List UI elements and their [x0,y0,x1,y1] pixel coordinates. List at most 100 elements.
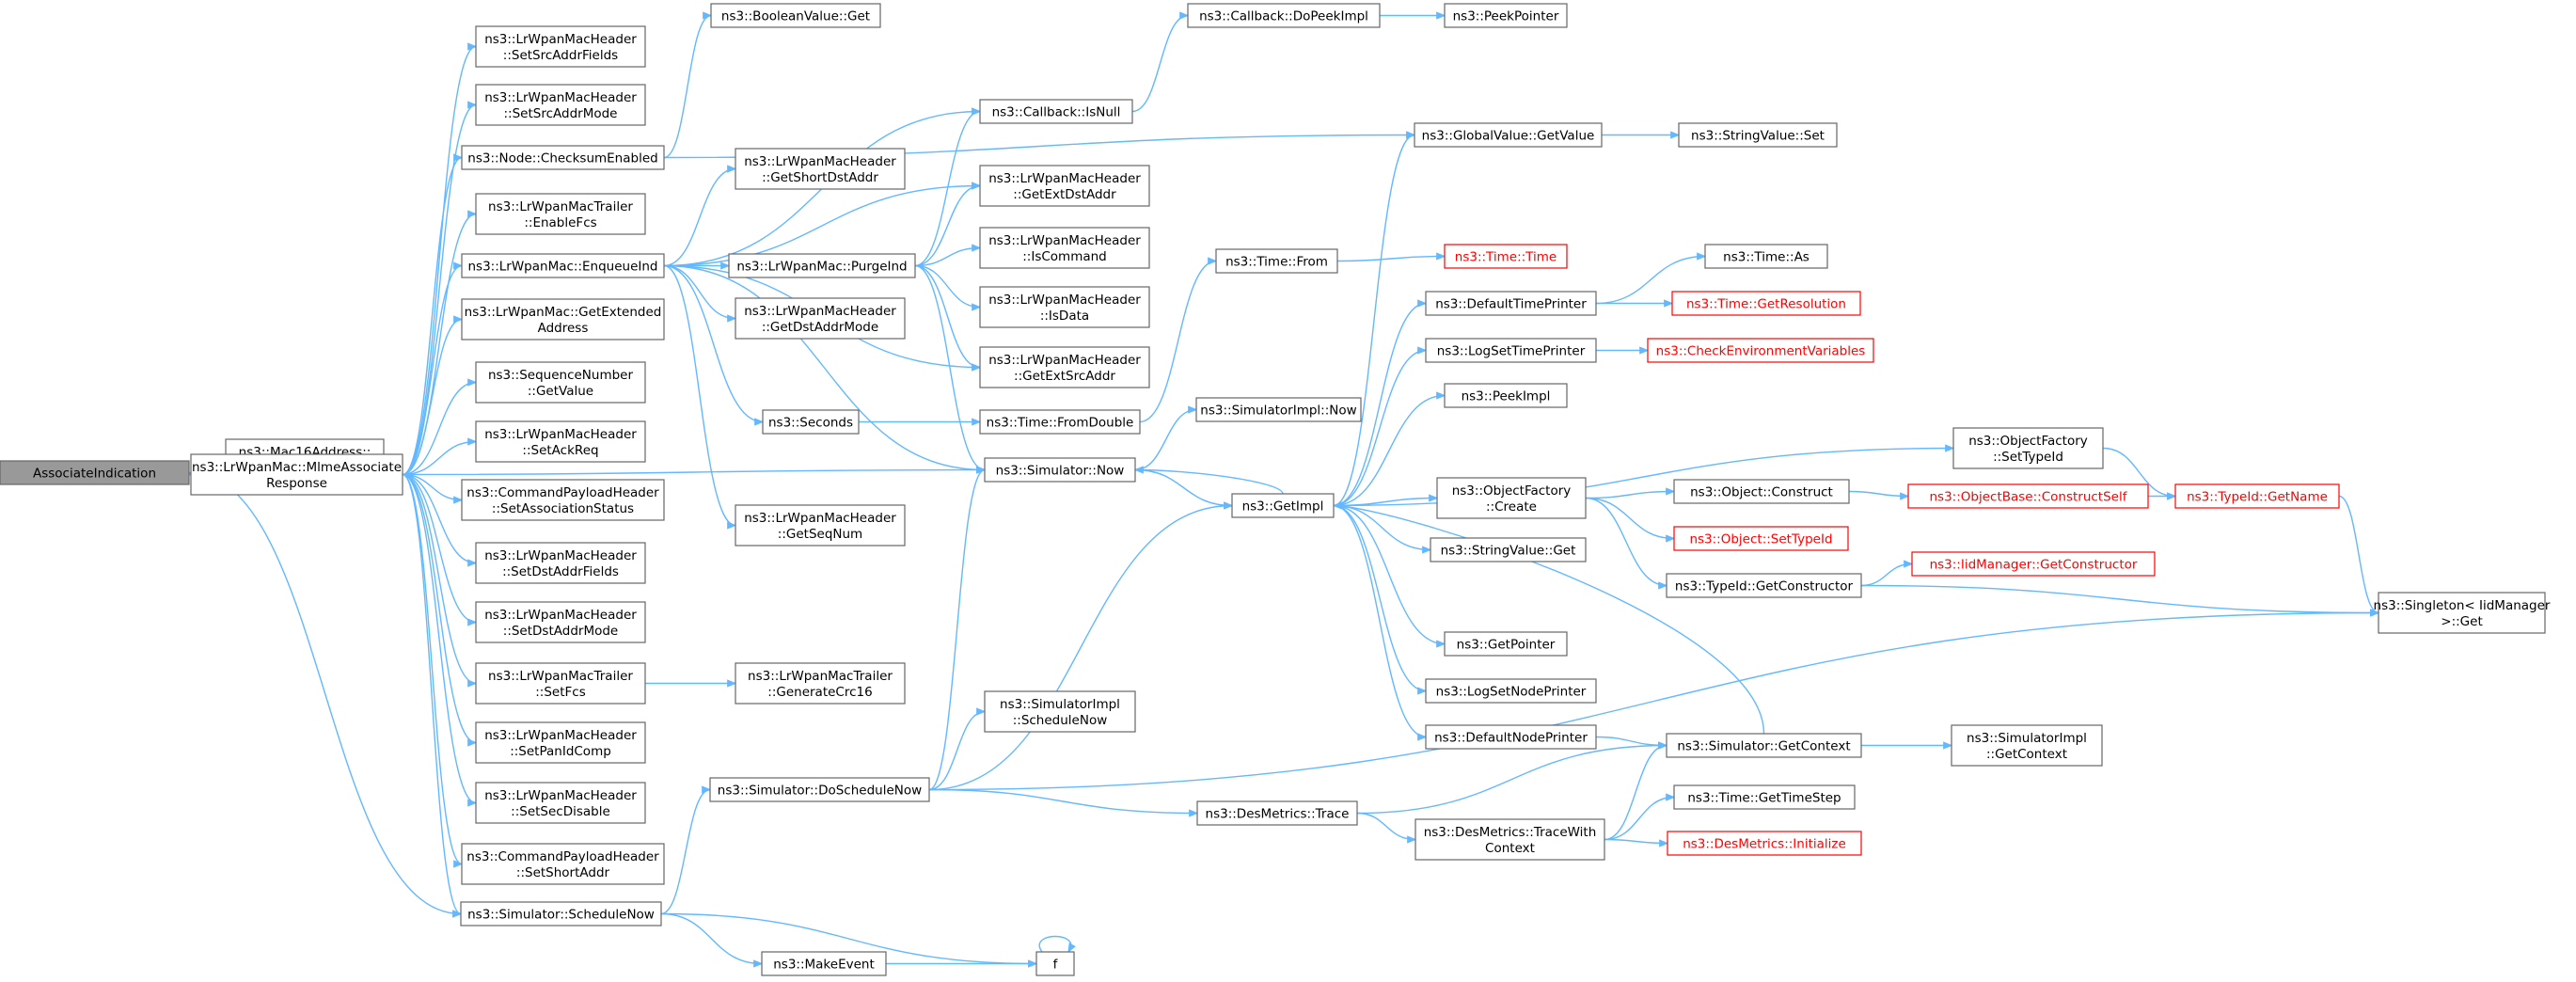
node-peekpointer[interactable]: ns3::PeekPointer [1444,3,1568,28]
node-box [1444,244,1568,269]
node-typeid-getconstructor[interactable]: ns3::TypeId::GetConstructor [1666,573,1862,598]
edge-arrowhead [1945,444,1955,452]
node-lrwpanmacheader-setdstaddrmode[interactable]: ns3::LrWpanMacHeader::SetDstAddrMode [475,601,646,643]
edge-desmetrics-tracewithcontext-to-simulator-getcontext [1604,744,1667,841]
node-lrwpanmacheader-setackreq[interactable]: ns3::LrWpanMacHeader::SetAckReq [475,420,646,463]
node-desmetrics-initialize[interactable]: ns3::DesMetrics::Initialize [1667,831,1862,856]
edge-arrowhead [467,618,478,626]
node-box [1436,477,1587,519]
node-lrwpanmacheader-iscommand[interactable]: ns3::LrWpanMacHeader::IsCommand [979,227,1150,269]
node-lrwpanmacheader-setsrcaddrmode[interactable]: ns3::LrWpanMacHeader::SetSrcAddrMode [475,84,646,126]
node-iidmanager-getconstructor[interactable]: ns3::IidManager::GetConstructor [1911,551,2156,577]
node-box [984,457,1136,483]
node-time-getresolution[interactable]: ns3::Time::GetResolution [1671,291,1861,316]
node-lrwpanmacheader-isdata[interactable]: ns3::LrWpanMacHeader::IsData [979,286,1150,328]
node-checkenvironmentvariables[interactable]: ns3::CheckEnvironmentVariables [1647,338,1874,363]
node-makeevent[interactable]: ns3::MakeEvent [761,951,887,976]
edge-arrowhead [727,165,737,173]
edge-arrowhead [1417,299,1428,308]
node-time-gettimestep[interactable]: ns3::Time::GetTimeStep [1673,784,1856,810]
node-lrwpanmacheader-getshortdstaddr[interactable]: ns3::LrWpanMacHeader::GetShortDstAddr [735,148,906,190]
node-lrwpanmac-enqueueind[interactable]: ns3::LrWpanMac::EnqueueInd [461,253,665,278]
node-callback-dopeekimpl[interactable]: ns3::Callback::DoPeekImpl [1187,3,1381,28]
node-box [979,99,1133,124]
node-desmetrics-trace[interactable]: ns3::DesMetrics::Trace [1196,800,1358,826]
node-defaultnodeprinter[interactable]: ns3::DefaultNodePrinter [1425,724,1597,750]
node-lrwpanmactrailer-setfcs[interactable]: ns3::LrWpanMacTrailer::SetFcs [475,662,646,705]
node-objectfactory-settypeid[interactable]: ns3::ObjectFactory::SetTypeId [1952,427,2104,469]
edge-lrwpanmac-enqueueind-to-lrwpanmacheader-getseqnum [663,264,736,527]
node-time-as[interactable]: ns3::Time::As [1704,244,1828,269]
node-lrwpanmacheader-setdstaddrfields[interactable]: ns3::LrWpanMacHeader::SetDstAddrFields [475,542,646,584]
node-label: ns3::SequenceNumber [488,368,634,383]
node-stringvalue-get[interactable]: ns3::StringValue::Get [1430,537,1587,562]
node-box [2174,483,2340,509]
edge-arrowhead [972,418,982,426]
node-object-settypeid[interactable]: ns3::Object::SetTypeId [1673,526,1849,551]
node-simulator-doschedulenow[interactable]: ns3::Simulator::DoScheduleNow [709,777,930,802]
node-defaulttimeprinter[interactable]: ns3::DefaultTimePrinter [1425,291,1597,316]
node-box [1666,573,1862,598]
node-label: ns3::StringValue::Get [1441,544,1576,559]
node-lrwpanmacheader-setsecdisable[interactable]: ns3::LrWpanMacHeader::SetSecDisable [475,782,646,824]
node-label: ns3::TypeId::GetConstructor [1675,579,1854,594]
edge-arrowhead [1422,546,1432,554]
node-label: ns3::SimulatorImpl [1000,697,1120,712]
node-label: ns3::LrWpanMacHeader [484,32,637,47]
node-logsetnodeprinter[interactable]: ns3::LogSetNodePrinter [1425,678,1597,704]
node-getimpl[interactable]: ns3::GetImpl [1231,493,1335,518]
node-label: ns3::CommandPayloadHeader [466,485,659,500]
node-simulatorimpl-now[interactable]: ns3::SimulatorImpl::Now [1195,397,1362,422]
node-lrwpanmacheader-getextdstaddr[interactable]: ns3::LrWpanMacHeader::GetExtDstAddr [979,165,1150,207]
node-lrwpanmacheader-setsrcaddrfields[interactable]: ns3::LrWpanMacHeader::SetSrcAddrFields [475,25,646,68]
node-object-construct[interactable]: ns3::Object::Construct [1673,479,1850,504]
node-lrwpanmac-purgeind[interactable]: ns3::LrWpanMac::PurgeInd [728,253,916,278]
node-lrwpanmacheader-getextsrcaddr[interactable]: ns3::LrWpanMacHeader::GetExtSrcAddr [979,346,1150,388]
node-logsettimeprinter[interactable]: ns3::LogSetTimePrinter [1425,338,1597,363]
node-f[interactable]: f [1035,951,1075,976]
node-AssociateIndication[interactable]: AssociateIndication [0,460,190,485]
node-label: ::SetAssociationStatus [492,501,634,516]
node-sequencenumber-getvalue[interactable]: ns3::SequenceNumber::GetValue [475,361,646,404]
node-getpointer[interactable]: ns3::GetPointer [1444,631,1568,657]
node-callback-isnull[interactable]: ns3::Callback::IsNull [979,99,1133,124]
node-lrwpanmacheader-getseqnum[interactable]: ns3::LrWpanMacHeader::GetSeqNum [735,504,906,546]
node-simulator-schedulenow[interactable]: ns3::Simulator::ScheduleNow [460,901,662,927]
node-singleton-iidmanager-get[interactable]: ns3::Singleton< IidManager >::Get [2374,592,2551,634]
node-box [461,843,665,885]
node-time-time[interactable]: ns3::Time::Time [1444,244,1568,269]
node-simulatorimpl-getcontext[interactable]: ns3::SimulatorImpl::GetContext [1951,724,2103,767]
node-box [1425,338,1597,363]
edge-arrowhead [453,860,464,868]
node-time-from[interactable]: ns3::Time::From [1215,248,1338,274]
node-peekimpl[interactable]: ns3::PeekImpl [1444,383,1568,408]
node-label: Context [1485,841,1535,856]
node-seconds[interactable]: ns3::Seconds [762,409,860,435]
node-objectbase-constructself[interactable]: ns3::ObjectBase::ConstructSelf [1907,483,2149,509]
node-globalvalue-getvalue[interactable]: ns3::GlobalValue::GetValue [1414,122,1603,148]
node-simulator-now[interactable]: ns3::Simulator::Now [984,457,1136,483]
node-node-checksumenabled[interactable]: ns3::Node::ChecksumEnabled [461,145,665,170]
node-time-fromdouble[interactable]: ns3::Time::FromDouble [979,409,1141,435]
node-label: ::SetShortAddr [516,865,610,880]
node-label: AssociateIndication [33,467,156,482]
node-typeid-getname[interactable]: ns3::TypeId::GetName [2174,483,2340,509]
node-box [1444,383,1568,408]
node-objectfactory-create[interactable]: ns3::ObjectFactory::Create [1436,477,1587,519]
node-simulatorimpl-schedulenow[interactable]: ns3::SimulatorImpl::ScheduleNow [984,690,1136,733]
node-simulator-getcontext[interactable]: ns3::Simulator::GetContext [1666,733,1862,758]
edge-arrowhead [453,261,464,270]
node-booleanvalue-get[interactable]: ns3::BooleanValue::Get [710,3,881,28]
edge-getimpl-to-objectfactory-settypeid [1333,447,1954,507]
node-lrwpanmacheader-getdstaddrmode[interactable]: ns3::LrWpanMacHeader::GetDstAddrMode [735,297,906,340]
node-lrwpanmacheader-setpanidcomp[interactable]: ns3::LrWpanMacHeader::SetPanIdComp [475,721,646,764]
node-lrwpanmactrailer-generatecrc16[interactable]: ns3::LrWpanMacTrailer::GenerateCrc16 [735,662,906,705]
node-lrwpanmactrailer-enablefcs[interactable]: ns3::LrWpanMacTrailer::EnableFcs [475,193,646,235]
node-stringvalue-set[interactable]: ns3::StringValue::Set [1678,122,1838,148]
node-commandpayloadheader-setshortaddr[interactable]: ns3::CommandPayloadHeader::SetShortAddr [461,843,665,885]
node-label: ns3::LrWpanMacHeader [744,511,896,526]
node-commandpayloadheader-setassociationstatus[interactable]: ns3::CommandPayloadHeader::SetAssociatio… [461,479,665,521]
